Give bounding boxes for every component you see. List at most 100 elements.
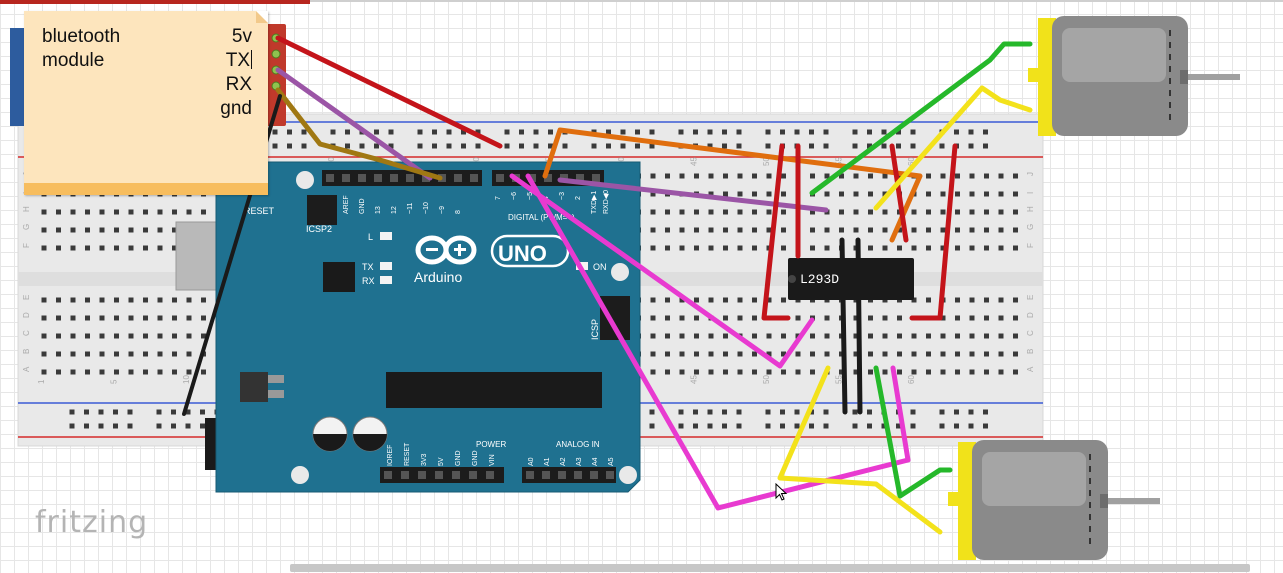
wire-black-1[interactable] (839, 237, 848, 415)
led-rx (380, 276, 392, 284)
motor-2[interactable] (948, 440, 1160, 560)
reset-label: RESET (244, 206, 275, 216)
digital-pin-label: GND (359, 198, 366, 214)
wire-red-4[interactable] (909, 143, 958, 321)
row-letter: A (22, 366, 31, 372)
column-number: 10 (182, 375, 191, 384)
column-number: 50 (762, 157, 771, 166)
arduino-model: UNO (498, 241, 547, 266)
analog-header[interactable] (522, 467, 616, 483)
digital-label: DIGITAL (PWM=~) (508, 213, 575, 222)
analog-pin-label: A2 (560, 457, 567, 466)
fritzing-logo: fritzing (35, 505, 149, 540)
power-pin-label: GND (472, 450, 479, 466)
column-number: 5 (110, 379, 119, 384)
column-number: 20 (327, 157, 336, 166)
power-pin-label: IOREF (387, 445, 394, 466)
row-letter: C (1026, 330, 1035, 336)
power-label: POWER (476, 440, 506, 449)
note-pin-5v: 5v (231, 26, 252, 47)
mouse-pointer-icon (775, 483, 788, 501)
mount-hole (291, 466, 309, 484)
column-number: 45 (690, 157, 699, 166)
voltage-regulator (240, 372, 268, 402)
row-letter: A (1026, 366, 1035, 372)
top-border (310, 0, 1283, 2)
horizontal-scrollbar[interactable] (290, 564, 1250, 572)
row-letter: H (22, 206, 31, 212)
serial-pin-label: RXD◀0 (603, 190, 610, 214)
mount-hole (296, 171, 314, 189)
column-number: 40 (617, 157, 626, 166)
icsp2-label: ICSP2 (306, 224, 332, 234)
column-number: 1 (37, 379, 46, 384)
motor-2-shaft (1108, 498, 1160, 504)
motor-1[interactable] (1028, 16, 1240, 136)
digital-pin-label: 7 (495, 196, 502, 200)
arduino-logo (415, 234, 570, 268)
note-sticky[interactable]: bluetooth module 5v TX RX gnd (24, 11, 268, 195)
power-pin-label: VIN (489, 454, 496, 466)
wire-bt-rx[interactable] (275, 67, 433, 181)
digital-pin-label: ~11 (407, 203, 414, 214)
led-tx-label: TX (362, 262, 374, 272)
digital-pin-label: ~6 (511, 192, 518, 200)
usb-chip (323, 262, 355, 292)
row-letter: J (1026, 172, 1035, 176)
column-number: 50 (762, 375, 771, 384)
note-pin-gnd: gnd (220, 98, 252, 119)
row-letter: F (1026, 243, 1035, 248)
digital-pin-label: ~3 (559, 192, 566, 200)
arduino-brand: Arduino (414, 269, 462, 285)
l293d-chip[interactable]: L293D (788, 258, 914, 300)
analog-pin-label: A3 (576, 457, 583, 466)
wire-red-3[interactable] (889, 143, 909, 243)
row-letter: G (22, 224, 31, 230)
column-number: 55 (835, 157, 844, 166)
digital-pin-label: ~9 (439, 206, 446, 214)
wire-red-1[interactable] (761, 143, 791, 321)
wire-green-motor2[interactable] (873, 365, 953, 499)
wire-purple[interactable] (557, 177, 829, 213)
note-fold (256, 11, 268, 23)
row-letter: E (22, 295, 31, 300)
digital-pin-label: ~10 (423, 202, 430, 214)
icsp2-header (307, 195, 337, 225)
digital-pin-label: ~5 (527, 192, 534, 200)
bluetooth-pin-tx[interactable] (271, 49, 281, 59)
wire-bt-tx[interactable] (275, 87, 443, 181)
analog-pin-label: A1 (544, 457, 551, 466)
row-letter: B (22, 349, 31, 354)
wire-magenta-2[interactable] (525, 173, 911, 511)
row-letter: G (1026, 224, 1035, 230)
row-letter: I (1026, 192, 1035, 194)
digital-pin-label: 13 (375, 206, 382, 214)
text-caret (251, 50, 252, 69)
note-pin-tx-text: TX (225, 50, 250, 71)
wire-bt-5v[interactable] (275, 35, 503, 149)
wire-yellow-motor1[interactable] (873, 85, 1033, 211)
digital-pin-label: 8 (455, 210, 462, 214)
column-number: 30 (472, 157, 481, 166)
power-pin-label: RESET (404, 442, 411, 466)
digital-pin-label: AREF (343, 195, 350, 214)
wire-magenta-1[interactable] (509, 173, 815, 369)
icsp-header (600, 296, 630, 340)
wire-yellow-motor2[interactable] (777, 365, 943, 535)
wire-black-2[interactable] (855, 237, 863, 415)
note-pin-tx[interactable]: TX (220, 49, 252, 73)
note-pin-labels: 5v TX RX gnd (220, 25, 252, 121)
led-l-label: L (368, 232, 373, 242)
note-title: bluetooth module (42, 26, 121, 71)
power-pin-label: 3V3 (421, 453, 428, 466)
atmega-chip (386, 372, 602, 408)
led-l (380, 232, 392, 240)
wire-green-motor1[interactable] (809, 41, 1033, 196)
wire-orange[interactable] (542, 127, 923, 243)
led-on-label: ON (593, 262, 607, 272)
column-number: 60 (907, 375, 916, 384)
led-tx (380, 262, 392, 270)
icsp-label: ICSP (590, 319, 600, 340)
